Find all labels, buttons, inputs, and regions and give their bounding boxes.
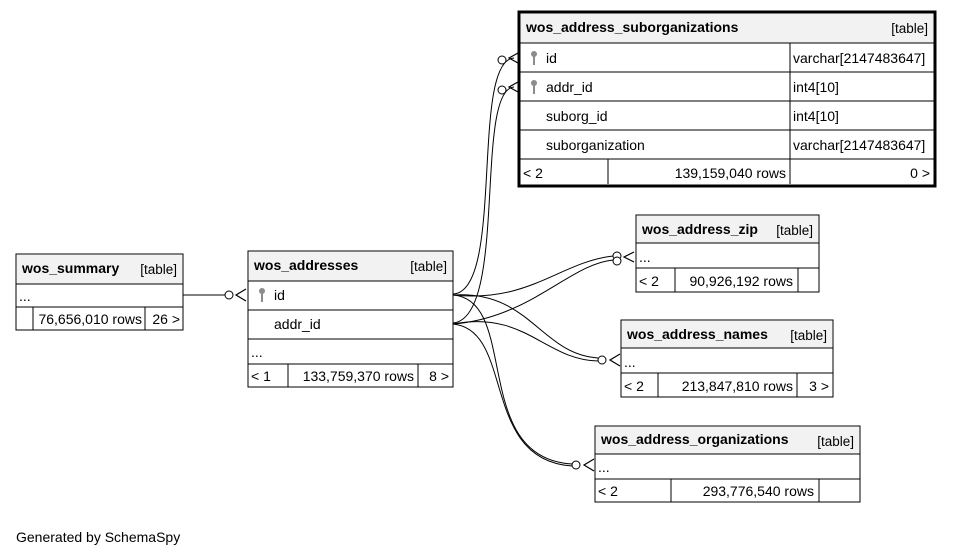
table-title: wos_address_suborganizations	[525, 19, 739, 35]
crow-foot	[507, 52, 519, 64]
children-count[interactable]: 8 >	[429, 368, 449, 384]
key-icon	[531, 51, 537, 65]
footer-credit: Generated by SchemaSpy	[16, 529, 181, 545]
crows-feet	[234, 52, 635, 472]
edge-circle	[571, 460, 581, 470]
table-kind: [table]	[776, 223, 813, 238]
parents-count[interactable]: < 2	[598, 483, 618, 499]
parents-count[interactable]: < 2	[523, 165, 543, 181]
key-icon	[531, 80, 537, 94]
edge-circle	[597, 355, 607, 365]
more-columns: ...	[639, 249, 651, 265]
edge-circles	[224, 55, 622, 470]
crow-foot	[507, 81, 519, 93]
edge-addresses-orgs-2	[452, 323, 573, 467]
edge-circle	[497, 55, 507, 65]
row-count: 90,926,192 rows	[689, 273, 793, 289]
table-wos-address-suborganizations[interactable]: wos_address_suborganizations [table] id …	[517, 10, 937, 188]
table-kind: [table]	[140, 262, 177, 277]
table-wos-summary[interactable]: wos_summary [table] ... 76,656,010 rows …	[15, 253, 184, 331]
edge-addresses-suborgs-id	[452, 57, 515, 295]
column-name: addr_id	[546, 79, 593, 95]
column-name: suborganization	[546, 137, 645, 153]
key-icon	[259, 288, 265, 302]
table-wos-address-zip[interactable]: wos_address_zip [table] ... < 2 90,926,1…	[635, 214, 820, 293]
column-addr-id: addr_id	[274, 316, 321, 332]
edge-addresses-zip-2	[452, 259, 614, 325]
table-title: wos_address_zip	[641, 221, 758, 237]
edge-addresses-orgs-1	[452, 294, 573, 465]
edge-circle	[224, 290, 234, 300]
relationship-edges	[183, 57, 614, 467]
crow-foot	[622, 251, 635, 263]
column-type: varchar[2147483647]	[793, 137, 925, 153]
table-header	[249, 252, 452, 281]
table-header	[622, 321, 832, 348]
edge-circle	[497, 85, 507, 95]
more-columns: ...	[624, 354, 636, 370]
edge-circle	[612, 256, 622, 266]
table-wos-address-names[interactable]: wos_address_names [table] ... < 2 213,84…	[620, 319, 834, 398]
children-count[interactable]: 26 >	[152, 311, 180, 327]
column-type: int4[10]	[793, 79, 839, 95]
table-header	[596, 427, 859, 454]
more-columns: ...	[251, 344, 263, 360]
table-header	[17, 255, 182, 284]
children-count[interactable]: 0 >	[910, 165, 930, 181]
table-title: wos_address_names	[626, 326, 768, 342]
parents-count[interactable]: < 1	[251, 368, 271, 384]
table-header	[521, 14, 933, 43]
table-title: wos_addresses	[253, 257, 358, 273]
parents-count[interactable]: < 2	[624, 378, 644, 394]
crow-foot	[582, 458, 595, 472]
table-title: wos_address_organizations	[600, 431, 789, 447]
table-wos-address-organizations[interactable]: wos_address_organizations [table] ... < …	[594, 425, 861, 503]
table-kind: [table]	[410, 259, 447, 274]
table-header	[637, 216, 818, 243]
table-kind: [table]	[790, 328, 827, 343]
edge-addresses-names-2	[452, 321, 599, 362]
table-wos-addresses[interactable]: wos_addresses [table] id addr_id ... < 1…	[247, 250, 454, 388]
table-title: wos_summary	[21, 260, 119, 276]
row-count: 293,776,540 rows	[703, 483, 814, 499]
crow-foot	[608, 353, 621, 367]
table-kind: [table]	[817, 434, 854, 449]
table-kind: [table]	[891, 21, 928, 36]
edge-addresses-suborgs-addr	[452, 86, 515, 324]
column-type: int4[10]	[793, 108, 839, 124]
more-columns: ...	[19, 288, 31, 304]
row-count: 139,159,040 rows	[675, 165, 786, 181]
column-id: id	[274, 287, 285, 303]
row-count: 213,847,810 rows	[682, 378, 793, 394]
more-columns: ...	[598, 459, 610, 475]
children-count[interactable]: 3 >	[809, 378, 829, 394]
edge-addresses-names-1	[452, 294, 599, 359]
row-count: 76,656,010 rows	[38, 311, 142, 327]
row-count: 133,759,370 rows	[303, 368, 414, 384]
column-type: varchar[2147483647]	[793, 50, 925, 66]
column-name: id	[546, 50, 557, 66]
parents-count[interactable]: < 2	[639, 273, 659, 289]
crow-foot	[234, 288, 247, 302]
column-name: suborg_id	[546, 108, 608, 124]
